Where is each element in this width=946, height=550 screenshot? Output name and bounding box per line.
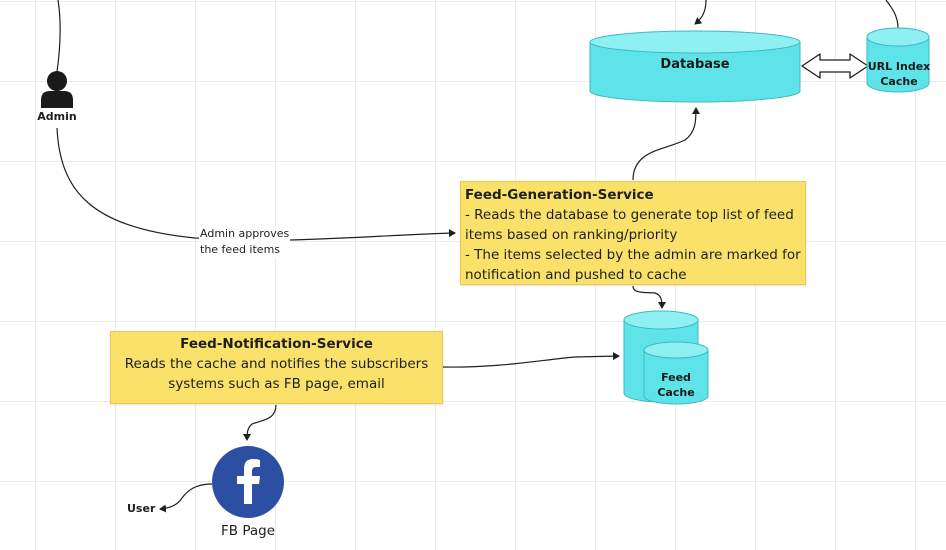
- url-index-cache-label-line: URL Index: [867, 60, 931, 73]
- connector-fb-page-to-user[interactable]: [159, 483, 213, 513]
- bidirectional-arrow-icon: [801, 53, 869, 79]
- connector-feed-generation-to-feed-cache[interactable]: [632, 285, 666, 309]
- connector-admin-to-feed-generation[interactable]: [56, 127, 456, 241]
- note-line: - Reads the database to generate top lis…: [465, 207, 794, 223]
- edge-label-line: Admin approves: [200, 227, 290, 240]
- connector-into-database[interactable]: [694, 0, 707, 25]
- note-line: items based on ranking/priority: [465, 227, 678, 243]
- url-index-cache-label-line: Cache: [880, 75, 918, 88]
- user-label: User: [127, 502, 156, 515]
- edge-label-line: the feed items: [200, 243, 281, 256]
- url-index-cache-label: URL Index Cache: [864, 59, 934, 89]
- feed-notification-service-note[interactable]: Feed-Notification-Service Reads the cach…: [110, 331, 443, 404]
- note-line: - The items selected by the admin are ma…: [465, 247, 801, 263]
- database-label: Database: [660, 57, 730, 72]
- admin-label: Admin: [37, 110, 77, 123]
- edge-label-admin-approves: Admin approves the feed items: [199, 226, 291, 258]
- fb-page-label: FB Page: [221, 523, 275, 539]
- note-line: Reads the cache and notifies the subscri…: [124, 356, 429, 372]
- url-index-cache-cylinder[interactable]: [866, 27, 930, 93]
- note-title: Feed-Notification-Service: [180, 336, 373, 352]
- facebook-icon[interactable]: [212, 446, 284, 518]
- feed-cache-label-line: Cache: [657, 386, 695, 399]
- feed-generation-service-note[interactable]: Feed-Generation-Service - Reads the data…: [460, 181, 806, 285]
- connector-feed-notification-to-fb-page[interactable]: [243, 404, 277, 441]
- connector-into-url-cache[interactable]: [885, 0, 899, 29]
- note-line: notification and pushed to cache: [465, 267, 687, 283]
- database-cylinder[interactable]: [589, 30, 801, 103]
- note-title: Feed-Generation-Service: [465, 187, 654, 203]
- feed-cache-label: Feed Cache: [646, 370, 706, 400]
- connector-feed-notification-to-feed-cache[interactable]: [442, 352, 620, 368]
- note-line: systems such as FB page, email: [168, 376, 385, 392]
- feed-cache-front-cylinder[interactable]: [643, 341, 709, 405]
- person-icon: [41, 71, 73, 108]
- connector-feed-generation-to-database[interactable]: [632, 107, 700, 181]
- feed-cache-label-line: Feed: [661, 371, 691, 384]
- connector-admin-top[interactable]: [56, 0, 61, 73]
